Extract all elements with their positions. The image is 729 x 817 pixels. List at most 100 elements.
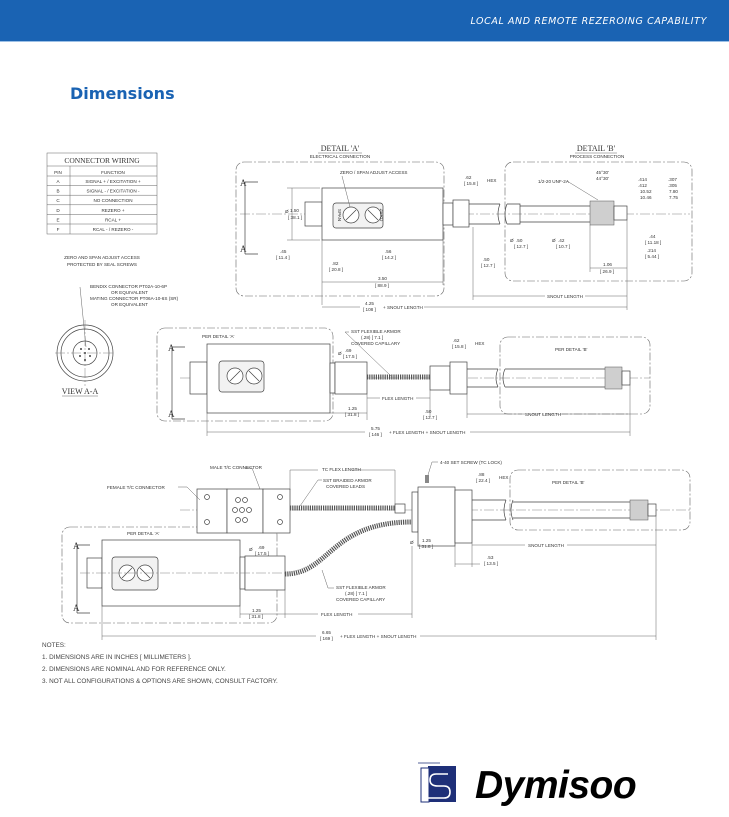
bendix-note: OR EQUIVALENT <box>111 290 148 295</box>
wiring-col-pin: PIN <box>54 170 62 175</box>
dim-label: + FLEX LENGTH + SNOUT LENGTH <box>389 430 466 435</box>
dim-label: [ 10.7 ] <box>556 244 570 249</box>
wiring-pin: D <box>56 208 60 213</box>
dim-label: HEX <box>487 178 496 183</box>
wiring-function: RCAL + <box>105 217 121 222</box>
dim-label: 1.25 <box>422 538 431 543</box>
section-a-marker: A <box>240 244 247 254</box>
brand-logo-icon <box>418 762 456 803</box>
section-a-marker: A <box>240 178 247 188</box>
wiring-function: NO CONNECTION <box>93 198 132 203</box>
dim-label: 5.75 <box>371 426 380 431</box>
dim-label: [ 22.4 ] <box>476 478 490 483</box>
dim-label: .412 <box>638 183 647 188</box>
dim-symbol: Ø <box>510 238 514 243</box>
tc-config-drawing: PER DETAIL 'B' PER DETAIL 'A' A A MALE T… <box>61 460 691 641</box>
view-a-a-label: VIEW A-A <box>62 387 99 396</box>
braid-callout: COVERED LEADS <box>326 484 365 489</box>
detail-b-subtitle: PROCESS CONNECTION <box>570 154 625 159</box>
bendix-note: MATING CONNECTOR PT06A-10-6S (SR) <box>90 296 179 301</box>
dim-label: .62 <box>453 338 460 343</box>
dim-label: [ 17.5 ] <box>255 551 269 556</box>
dim-label: .50 <box>483 257 490 262</box>
dim-label: 7.75 <box>669 195 678 200</box>
dim-label: .69 <box>258 545 265 550</box>
wiring-pin: A <box>56 179 60 184</box>
female-tc-callout: FEMALE T/C CONNECTOR <box>107 485 165 490</box>
armor-callout: (.28) [ 7.1 ] <box>345 591 367 596</box>
dim-symbol: Ø <box>249 547 253 552</box>
note-item: 3. NOT ALL CONFIGURATIONS & OPTIONS ARE … <box>42 678 278 685</box>
dim-label: [ 12.7 ] <box>514 244 528 249</box>
dim-label: HEX <box>499 475 508 480</box>
wiring-pin: F <box>57 227 60 232</box>
wiring-title: CONNECTOR WIRING <box>64 156 140 165</box>
note-item: 1. DIMENSIONS ARE IN INCHES [ MILLIMETER… <box>42 654 192 661</box>
dim-symbol: Ø <box>285 209 289 214</box>
section-a-marker: A <box>168 409 175 419</box>
armor-callout: COVERED CAPILLARY <box>351 341 400 346</box>
dim-label: [ 31.8 ] <box>419 544 433 549</box>
wiring-function: RCAL - / REZERO - <box>93 227 134 232</box>
dim-label: 44°30' <box>596 176 609 181</box>
dim-label: [ 20.8 ] <box>329 267 343 272</box>
wiring-col-function: FUNCTION <box>101 170 125 175</box>
dim-label: SNOUT LENGTH <box>528 543 564 548</box>
dim-label: .214 <box>647 248 656 253</box>
note-item: 2. DIMENSIONS ARE NOMINAL AND FOR REFERE… <box>42 666 226 673</box>
dim-label: [ 12.7 ] <box>423 415 437 420</box>
dim-label: .305 <box>668 183 677 188</box>
dim-label: 1.25 <box>252 608 261 613</box>
dim-label: [ 108 ] <box>363 307 376 312</box>
dim-label: + SNOUT LENGTH <box>383 305 423 310</box>
dim-label: .53 <box>487 555 494 560</box>
page-title: Dimensions <box>70 84 175 103</box>
thread-callout: 1/2-20 UNF-2A <box>538 179 570 184</box>
header-bar: LOCAL AND REMOTE REZEROING CAPABILITY <box>0 0 729 42</box>
header-tagline: LOCAL AND REMOTE REZEROING CAPABILITY <box>470 16 707 27</box>
dim-label: [ 26.9 ] <box>600 269 614 274</box>
dim-label: SNOUT LENGTH <box>547 294 583 299</box>
dim-label: .69 <box>345 348 352 353</box>
dim-label: .50 <box>425 409 432 414</box>
dim-label: HEX <box>475 341 484 346</box>
wiring-pin: E <box>56 217 59 222</box>
dim-label: .56 <box>385 249 392 254</box>
dim-label: [ 17.5 ] <box>343 354 357 359</box>
section-a-marker: A <box>73 603 80 613</box>
detail-a-b-drawing: DETAIL 'A' ELECTRICAL CONNECTION DETAIL … <box>235 144 693 312</box>
dim-symbol: Ø <box>552 238 556 243</box>
dim-label: 10.46 <box>640 195 652 200</box>
dim-label: .44 <box>649 234 656 239</box>
dim-label: FLEX LENGTH <box>382 396 413 401</box>
dim-label: 1.50 <box>290 208 299 213</box>
callout-zero-span: ZERO / SPAN ADJUST ACCESS <box>340 170 407 175</box>
wiring-function: SIGNAL - / EXCITATION - <box>86 189 139 194</box>
wiring-pin: C <box>56 198 60 203</box>
dim-label: FLEX LENGTH <box>321 612 352 617</box>
view-a-a: BENDIX CONNECTOR PT02A-10-6P OR EQUIVALE… <box>55 284 179 397</box>
wiring-function: REZERO + <box>101 208 124 213</box>
seal-note: PROTECTED BY SEAL SCREWS <box>67 262 137 267</box>
dim-label: [ 169 ] <box>320 636 333 641</box>
dim-label: .307 <box>668 177 677 182</box>
armor-callout: SST FLEXIBLE ARMOR <box>351 329 401 334</box>
detail-a-subtitle: ELECTRICAL CONNECTION <box>310 154 370 159</box>
dim-label: [ 14.2 ] <box>382 255 396 260</box>
per-detail-b: PER DETAIL 'B' <box>552 480 585 485</box>
span-label: SPAN <box>337 209 342 221</box>
dim-label: [ 11.4 ] <box>276 255 290 260</box>
detail-b-title: DETAIL 'B' <box>577 144 616 153</box>
dim-label: [ 15.8 ] <box>464 181 478 186</box>
dim-label: TC FLEX LENGTH <box>322 467 361 472</box>
bendix-note: BENDIX CONNECTOR PT02A-10-6P <box>90 284 167 289</box>
notes-title: NOTES: <box>42 642 66 649</box>
dim-label: 6.65 <box>322 630 331 635</box>
dim-label: [ 12.7 ] <box>481 263 495 268</box>
dim-label: .45 <box>280 249 287 254</box>
dim-label: [ 38.1 ] <box>288 215 302 220</box>
dim-symbol: Ø <box>338 351 342 356</box>
brand-name: Dymisoo <box>475 764 637 807</box>
